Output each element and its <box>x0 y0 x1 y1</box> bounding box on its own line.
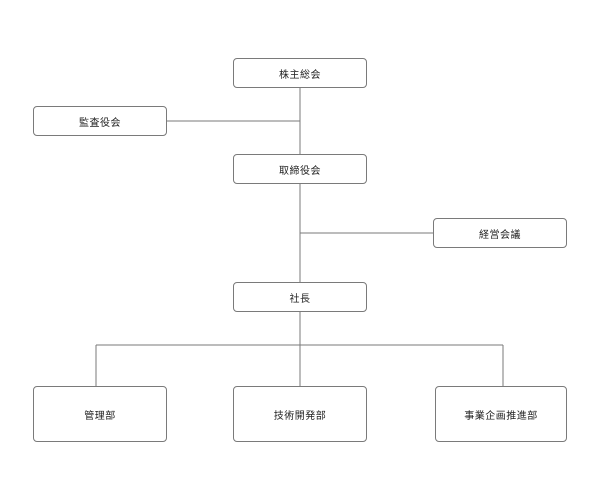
node-label: 監査役会 <box>79 117 121 129</box>
node-label: 株主総会 <box>279 69 321 81</box>
node-label: 管理部 <box>84 410 116 422</box>
node-board-of-directors[interactable]: 取締役会 <box>233 154 367 184</box>
node-label: 技術開発部 <box>273 410 327 422</box>
node-label: 社長 <box>289 293 311 305</box>
node-business-planning-promotion-dept[interactable]: 事業企画推進部 <box>435 386 567 442</box>
node-shareholders-meeting[interactable]: 株主総会 <box>233 58 367 88</box>
node-label: 事業企画推進部 <box>464 410 538 422</box>
node-president[interactable]: 社長 <box>233 282 367 312</box>
node-label: 取締役会 <box>279 165 321 177</box>
node-technology-development-dept[interactable]: 技術開発部 <box>233 386 367 442</box>
node-audit-board[interactable]: 監査役会 <box>33 106 167 136</box>
node-label: 経営会議 <box>479 229 521 241</box>
node-management-council[interactable]: 経営会議 <box>433 218 567 248</box>
node-administration-dept[interactable]: 管理部 <box>33 386 167 442</box>
